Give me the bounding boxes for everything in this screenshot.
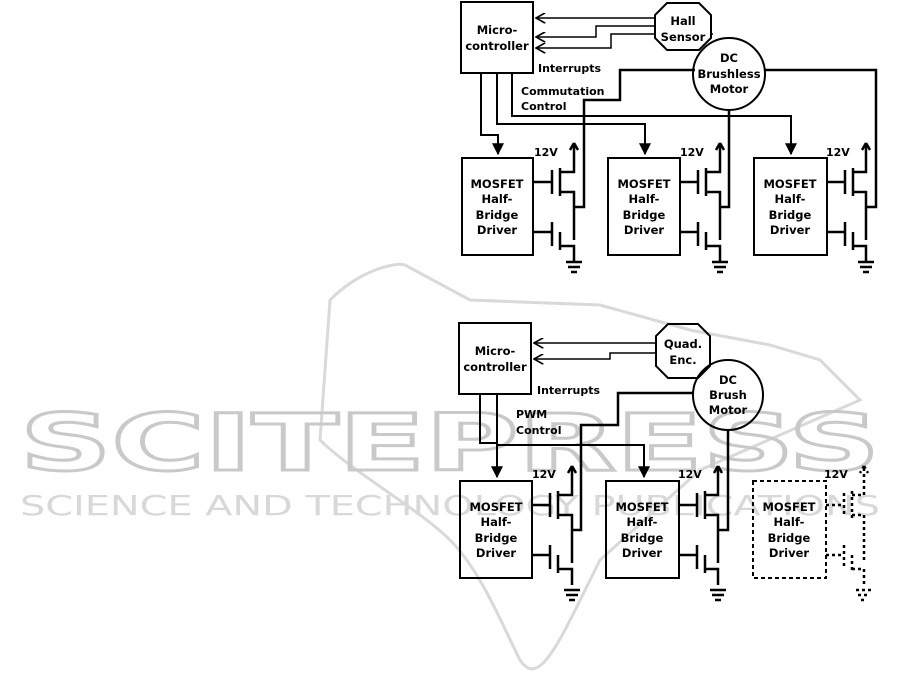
- microcontroller-label-line1: Micro-: [477, 23, 518, 37]
- bottom-sensor-line2: Enc.: [669, 353, 696, 367]
- bottom-interrupts-label: Interrupts: [537, 384, 600, 397]
- bottom-motor-line2: Brush: [709, 388, 747, 402]
- top-labels: Micro- controller Hall Sensor DC Brushle…: [465, 14, 850, 237]
- bottom-sensor-line1: Quad.: [664, 337, 702, 351]
- driver-box-bottom-3-dashed: [752, 480, 827, 579]
- control-label-line1: Commutation: [521, 85, 604, 98]
- watermark-subtitle: SCIENCE AND TECHNOLOGY PUBLICATIONS: [20, 489, 880, 522]
- bottom-voltage-label-3: 12V: [824, 468, 848, 481]
- driver2-line1: MOSFET: [617, 177, 670, 191]
- bottom-driver2-line2: Half-: [627, 515, 658, 529]
- driver-box-2: [607, 157, 681, 256]
- mosfet-stage-3: [765, 68, 878, 274]
- driver3-line3: Bridge: [769, 208, 812, 222]
- bottom-microcontroller-line1: Micro-: [475, 344, 516, 358]
- driver-box-bottom-2: [605, 480, 680, 579]
- hall-sensor-octagon: [654, 2, 712, 51]
- driver1-line2: Half-: [482, 192, 513, 206]
- motor-label-line2: Brushless: [697, 67, 760, 81]
- mosfet-stage-2: [680, 110, 731, 274]
- driver3-line4: Driver: [770, 223, 810, 237]
- motor-label-line3: Motor: [710, 82, 749, 96]
- driver2-line2: Half-: [629, 192, 660, 206]
- bottom-driver1-line2: Half-: [481, 515, 512, 529]
- brushless-motor-diagram: [460, 1, 878, 274]
- mosfet-stage-bottom-1: [532, 391, 693, 602]
- bottom-driver1-line1: MOSFET: [469, 500, 522, 514]
- bottom-driver2-line3: Bridge: [621, 531, 664, 545]
- watermark: SCITEPRESS SCIENCE AND TECHNOLOGY PUBLIC…: [19, 262, 882, 671]
- watermark-title: SCITEPRESS: [20, 399, 880, 489]
- bottom-control-line1: PWM: [516, 408, 547, 421]
- voltage-label-1: 12V: [534, 146, 558, 159]
- driver2-line4: Driver: [624, 223, 664, 237]
- brush-motor-diagram: [458, 322, 872, 602]
- mosfet-stage-bottom-3-dashed: [826, 465, 872, 602]
- motor-label-line1: DC: [720, 51, 738, 65]
- bottom-driver2-line1: MOSFET: [615, 500, 668, 514]
- driver-box-bottom-1: [459, 480, 533, 579]
- driver1-line4: Driver: [477, 223, 517, 237]
- microcontroller-box-bottom: [458, 322, 532, 395]
- bottom-motor-line1: DC: [719, 373, 737, 387]
- driver1-line3: Bridge: [476, 208, 519, 222]
- driver3-line1: MOSFET: [763, 177, 816, 191]
- bottom-driver3-line3: Bridge: [768, 531, 811, 545]
- bottom-driver3-line4: Driver: [769, 546, 809, 560]
- driver-box-1: [461, 157, 534, 256]
- bottom-driver2-line4: Driver: [622, 546, 662, 560]
- driver1-line1: MOSFET: [470, 177, 523, 191]
- bottom-driver3-line2: Half-: [774, 515, 805, 529]
- driver2-line3: Bridge: [623, 208, 666, 222]
- mosfet-stage-bottom-2: [679, 430, 730, 602]
- voltage-label-3: 12V: [826, 146, 850, 159]
- driver3-line2: Half-: [775, 192, 806, 206]
- bottom-microcontroller-line2: controller: [463, 360, 527, 374]
- bottom-labels: Micro- controller Quad. Enc. DC Brush Mo…: [463, 337, 848, 560]
- bottom-motor-line3: Motor: [709, 403, 748, 417]
- bottom-voltage-label-2: 12V: [678, 468, 702, 481]
- bottom-driver3-line1: MOSFET: [762, 500, 815, 514]
- bottom-voltage-label-1: 12V: [532, 468, 556, 481]
- control-label-line2: Control: [521, 100, 566, 113]
- voltage-label-2: 12V: [680, 146, 704, 159]
- mosfet-stage-1: [533, 68, 695, 274]
- sensor-label-line1: Hall: [670, 14, 695, 28]
- sensor-label-line2: Sensor: [661, 30, 706, 44]
- microcontroller-box: [460, 1, 534, 74]
- bottom-driver1-line3: Bridge: [475, 531, 518, 545]
- driver-box-3: [753, 157, 828, 256]
- watermark-logo-swoosh: [318, 262, 863, 671]
- bottom-control-line2: Control: [516, 424, 561, 437]
- microcontroller-label-line2: controller: [465, 39, 529, 53]
- bottom-driver1-line4: Driver: [476, 546, 516, 560]
- interrupts-label: Interrupts: [538, 62, 601, 75]
